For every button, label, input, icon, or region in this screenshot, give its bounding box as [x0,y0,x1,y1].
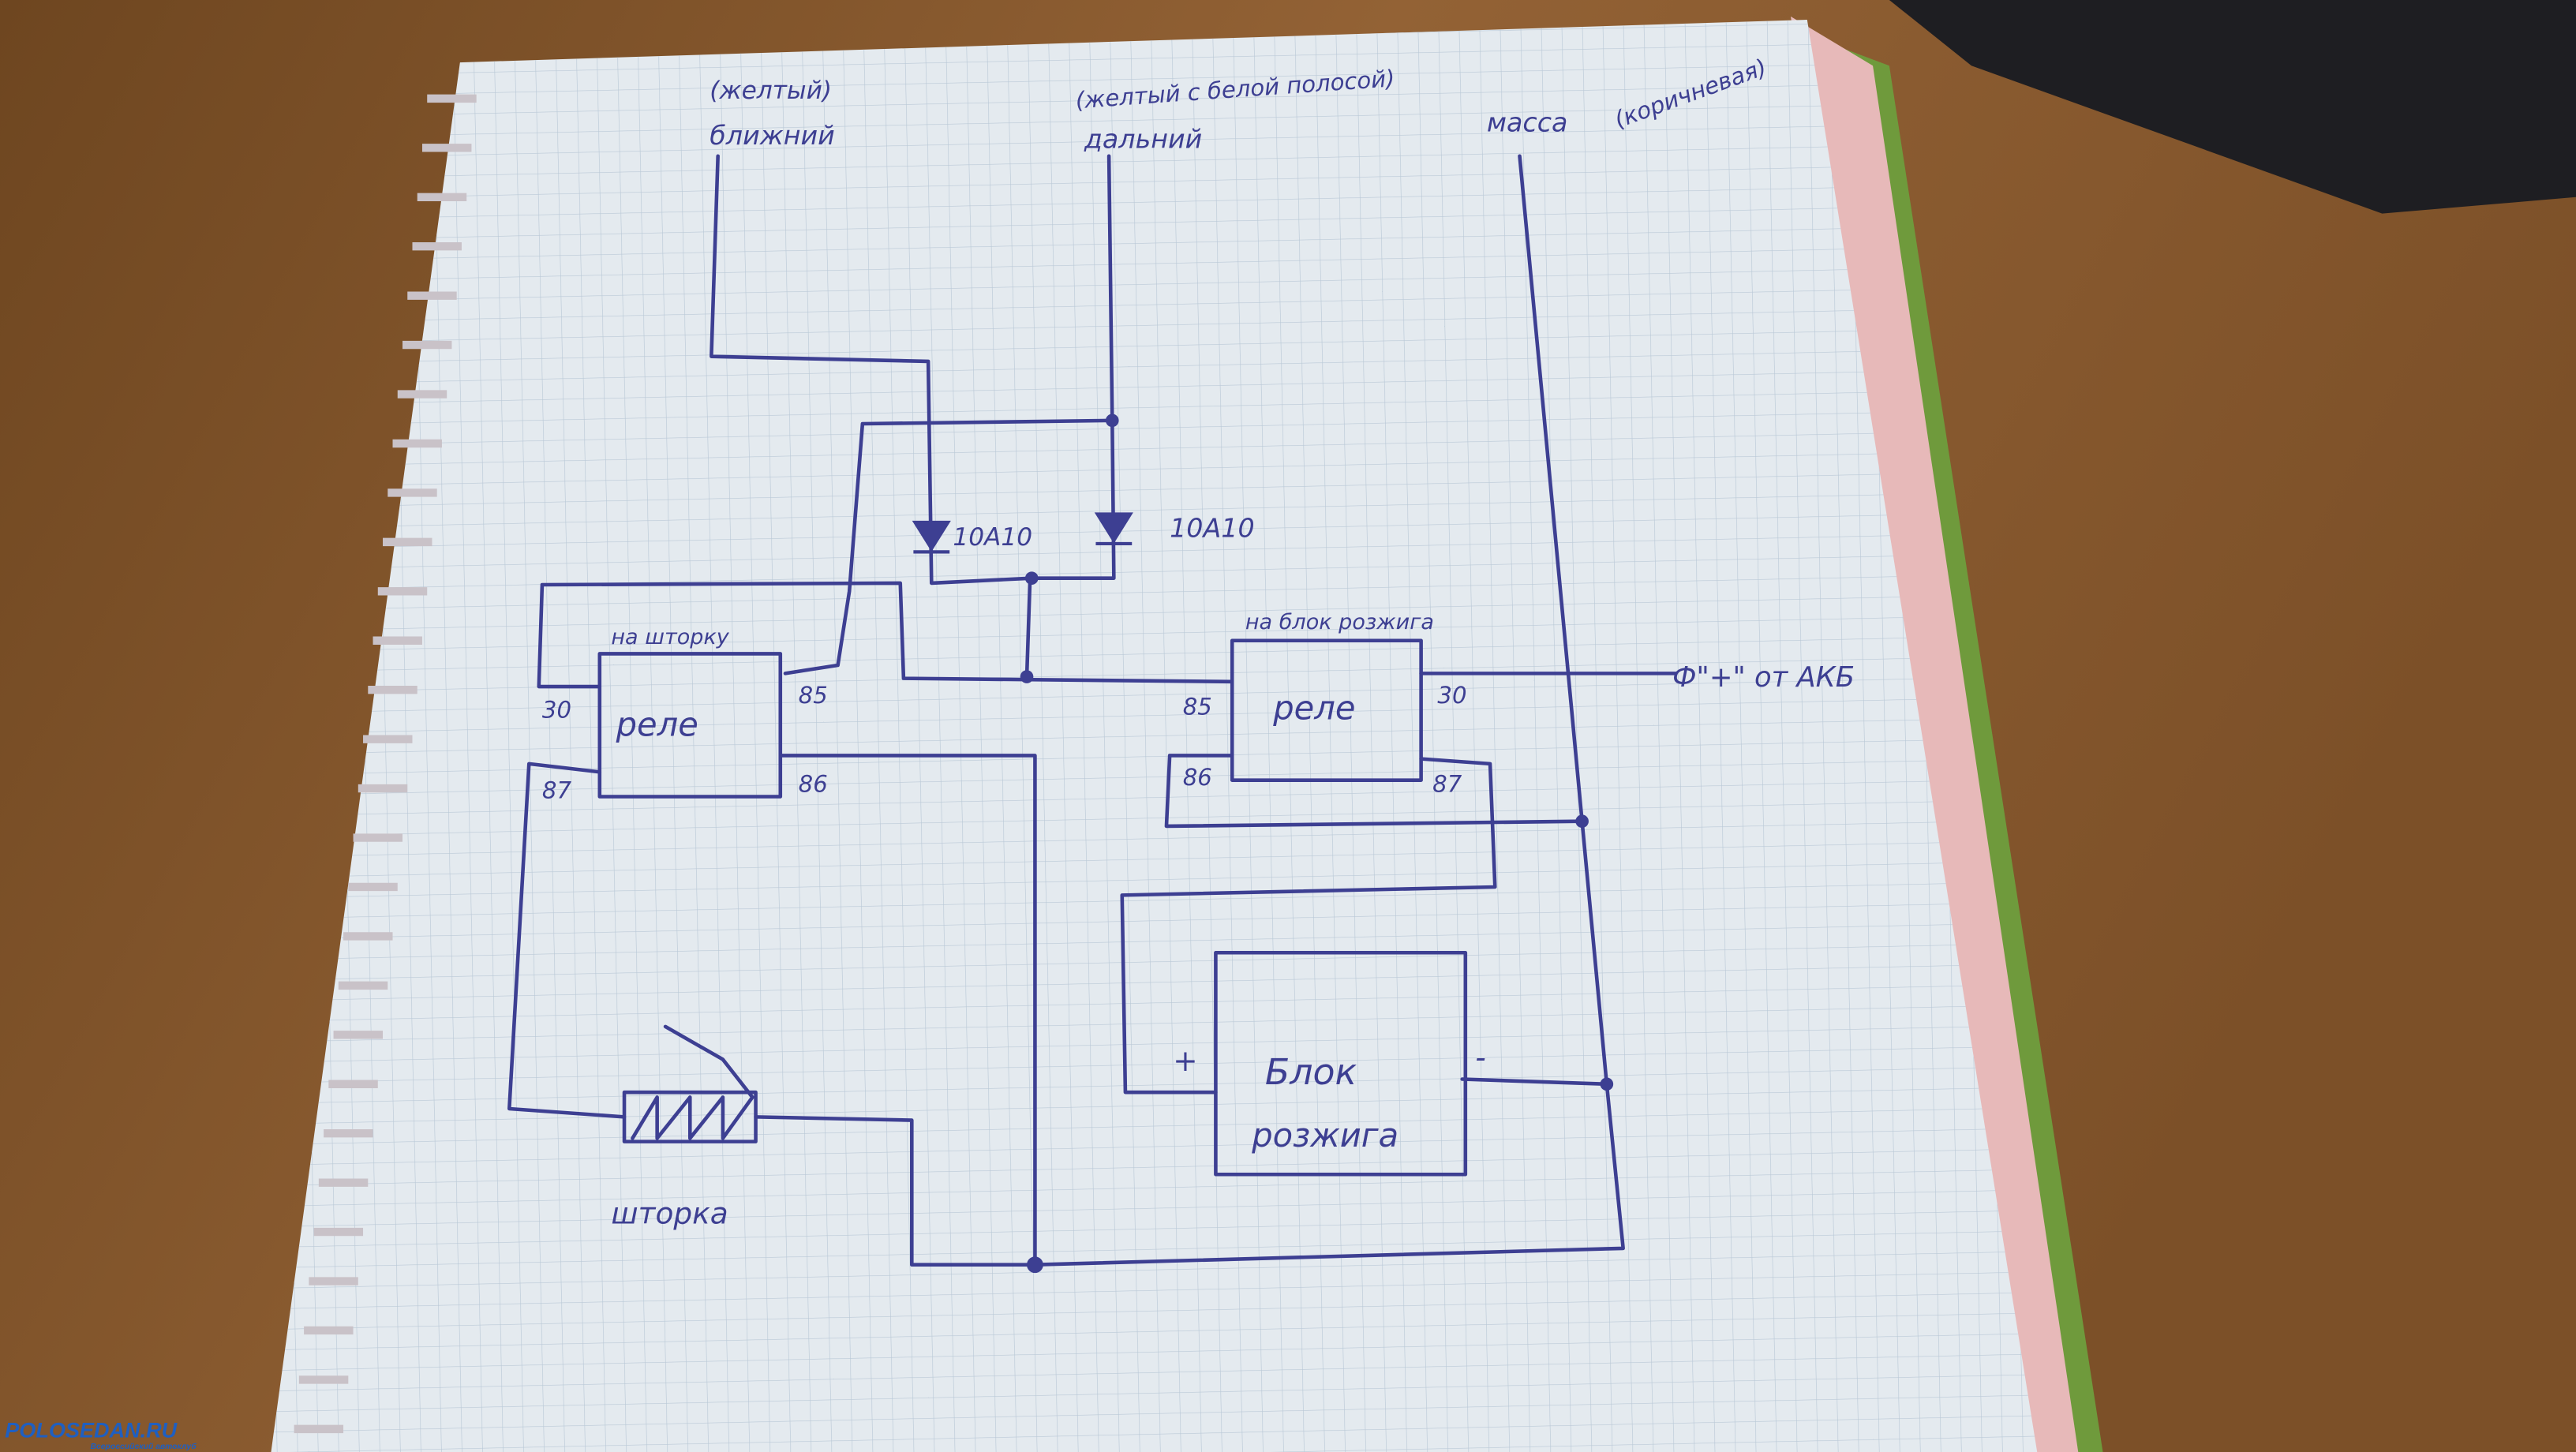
diode-left-icon [912,520,951,554]
diode-left-label: 10А10 [953,523,1032,552]
left-relay-86-wire [778,754,1037,1267]
ignition-minus-wire [1460,1077,1609,1087]
relay-left-caption: на шторку [611,625,729,649]
relay-left-pin-85: 85 [799,682,828,709]
paper-grid [271,19,2038,1452]
battery-label: Ф"+" от АКБ [1672,661,1855,694]
low-beam-label: ближний [710,120,835,151]
right-relay-87-wire [1120,757,1497,1095]
right-relay-86-wire [1164,754,1584,829]
shutter-flap [663,1024,754,1099]
ground-label: масса [1487,107,1568,138]
shutter-label: шторка [611,1196,728,1231]
ignition-unit-label-line2: розжига [1251,1116,1398,1154]
ignition-unit-label-line1: Блок [1265,1050,1357,1093]
high-beam-label: дальний [1084,123,1202,154]
left-relay-30-wire [537,581,1234,689]
diode-right-label: 10А10 [1170,513,1255,544]
left-relay-87-wire [507,762,627,1119]
relay-left-pin-87: 87 [542,777,572,804]
watermark-brand: POLOSEDAN.RU [5,1418,178,1442]
relay-right-label: реле [1272,689,1355,728]
relay-left-pin-86: 86 [799,770,828,797]
diode-junction-wire [1024,576,1032,679]
high-beam-branch [783,418,1114,675]
relay-right-caption: на блок розжига [1245,610,1434,634]
relay-right-pin-85: 85 [1183,693,1212,720]
relay-right-pin-87: 87 [1432,770,1462,797]
high-beam-wire [1029,154,1116,580]
relay-left-label: реле [616,705,698,743]
relay-right-box [1230,638,1423,782]
watermark-tagline: Всероссийский автоклуб [90,1442,197,1451]
low-beam-wire [710,154,1034,586]
diode-symbols [912,512,1133,554]
ignition-plus-label: + [1173,1043,1197,1078]
relay-right-pin-30: 30 [1437,682,1466,709]
ignition-unit-box [1214,950,1468,1177]
low-beam-color-label: (желтый) [710,77,832,105]
diode-right-icon [1094,512,1133,546]
relay-right-pin-86: 86 [1183,764,1212,791]
shutter-return-wire [754,1115,1037,1267]
junction-dots [1020,414,1614,1274]
dark-object [1889,0,2576,214]
shutter-box [622,1090,758,1143]
spiral-binding [294,94,477,1434]
relay-left-box [597,652,783,799]
relay-left-pin-30: 30 [542,697,571,724]
ignition-minus-label: - [1475,1040,1486,1075]
shutter-hatch [631,1095,754,1140]
